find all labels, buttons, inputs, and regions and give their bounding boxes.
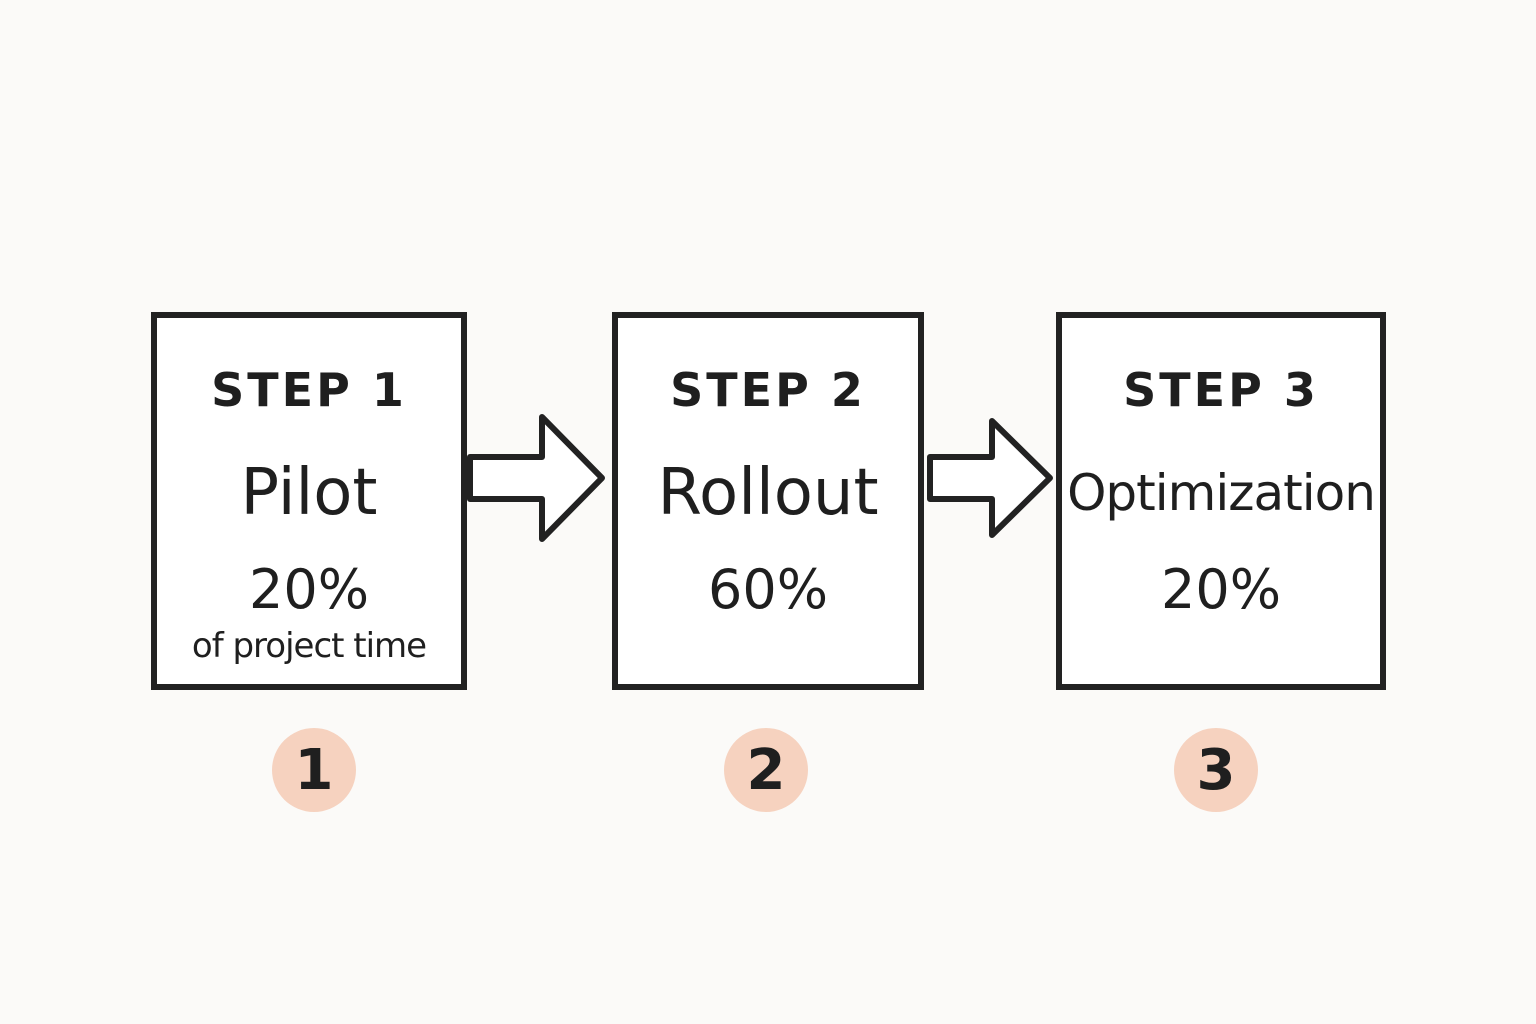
step-3-number-badge: 3 — [1174, 728, 1258, 812]
step-3-name: Optimization — [1067, 464, 1376, 522]
step-2-number-badge: 2 — [724, 728, 808, 812]
step-3-percent: 20% — [1160, 558, 1282, 621]
step-3-box: STEP 3 Optimization 20% — [1056, 312, 1386, 690]
step-2-percent: 60% — [707, 558, 829, 621]
step-1-box: STEP 1 Pilot 20% of project time — [151, 312, 467, 690]
step-1-percent: 20% — [248, 558, 370, 621]
step-1-number-badge: 1 — [272, 728, 356, 812]
step-1-label: STEP 1 — [211, 363, 407, 417]
step-2-box: STEP 2 Rollout 60% — [612, 312, 924, 690]
step-2-name: Rollout — [657, 456, 879, 530]
step-3-label: STEP 3 — [1123, 363, 1319, 417]
step-2-label: STEP 2 — [670, 363, 866, 417]
step-1-name: Pilot — [240, 456, 378, 530]
right-arrow-icon — [467, 414, 605, 542]
step-1-note: of project time — [191, 626, 427, 666]
right-arrow-icon — [927, 418, 1053, 538]
